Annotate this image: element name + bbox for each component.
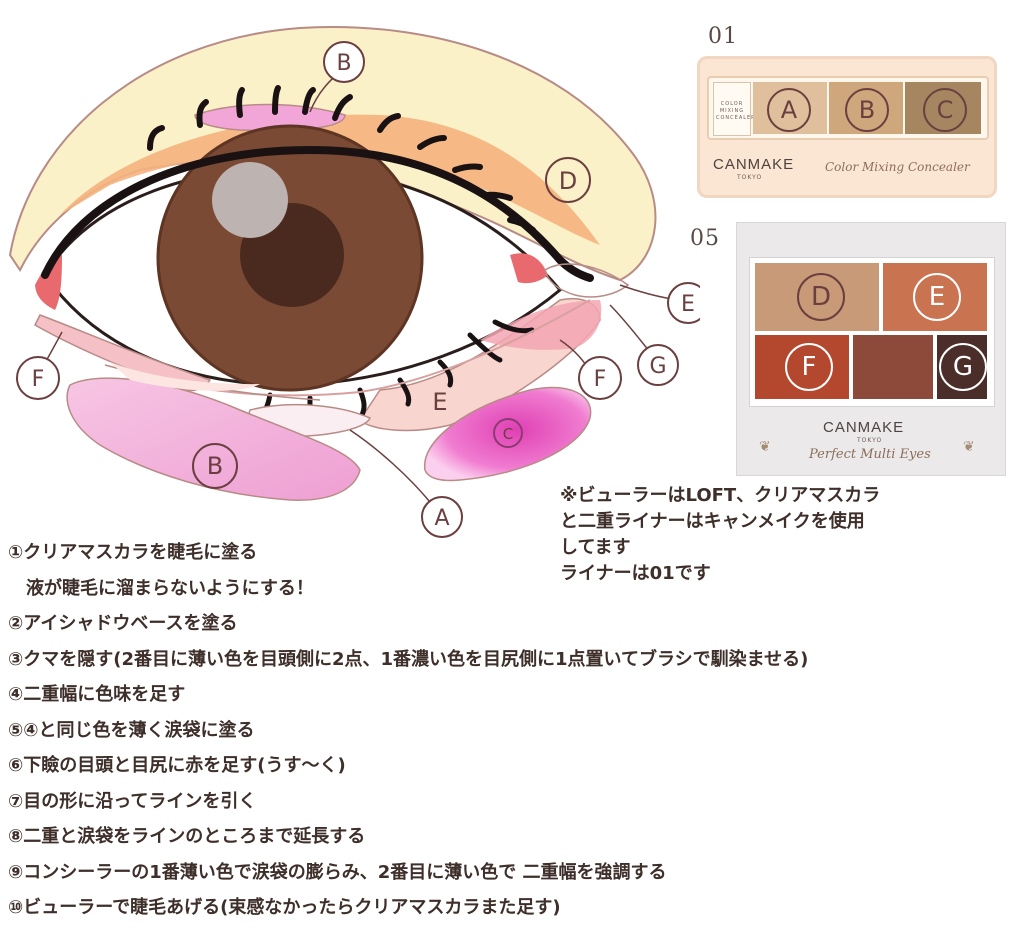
label-a-lower: A [421,496,463,538]
label-f-left: F [16,356,60,400]
upper-lashes [147,85,536,233]
step-item: ⑨コンシーラーの1番薄い色で涙袋の膨らみ、2番目に薄い色で 二重幅を強調する [8,861,667,883]
svg-text:B: B [336,51,351,76]
applicator-slot: COLOR MIXING CONCEALER [713,82,756,136]
eyeshadow-palette: D E F G CANMAKE TOKYO ❦ Perfect Multi Ey… [736,222,1006,476]
pan-label-d: D [797,273,845,321]
product-name: Perfect Multi Eyes [809,447,931,462]
label-e-right: E [667,282,700,324]
step-item: ⑦目の形に沿ってラインを引く [8,790,257,812]
step-item: ②アイシャドウベースを塗る [8,613,238,634]
shadow-pan-extra [853,335,933,399]
svg-text:E: E [681,292,695,317]
ornament-left-icon: ❦ [759,439,771,455]
palette-number-01: 01 [708,24,738,49]
svg-text:D: D [559,167,577,195]
label-f-right: F [578,356,622,400]
step-item: ④二重幅に色味を足す [8,684,186,705]
note-line: ※ビューラーはLOFT、クリアマスカラ [560,485,881,506]
svg-text:F: F [594,367,607,392]
label-c: C [493,418,523,448]
step-item: ①クリアマスカラを睫毛に塗る [8,542,258,563]
pan-label-g: G [939,343,987,391]
palette-number-05: 05 [690,226,720,251]
step-item: 液が睫毛に溜まらないようにする！ [8,577,314,599]
steps-list: ①クリアマスカラを睫毛に塗る 液が睫毛に溜まらないようにする！ ②アイシャドウベ… [8,535,1018,926]
pan-label-e: E [913,273,961,321]
ornament-right-icon: ❦ [963,439,975,455]
step-item: ③クマを隠す(2番目に薄い色を目頭側に2点、1番濃い色を目尻側に1点置いてブラシ… [8,648,809,670]
applicator-text: COLOR MIXING CONCEALER [716,101,756,121]
label-e-lower: E [432,388,447,416]
brand-name: CANMAKE [713,156,795,173]
step-item: ⑤④と同じ色を薄く涙袋に塗る [8,719,255,741]
inner-corner-red [35,255,62,310]
pan-label-a: A [767,88,811,132]
label-b-upper: B [323,41,365,83]
label-g: G [637,344,679,386]
product-note: ※ビューラーはLOFT、クリアマスカラ と二重ライナーはキャンメイクを使用 して… [560,483,980,587]
lower-outer-f [480,300,602,350]
concealer-palette: COLOR MIXING CONCEALER A B C CANMAKE TOK… [697,56,997,198]
pan-label-c: C [923,88,967,132]
outer-corner-g [544,263,630,298]
under-eye-b [66,377,361,501]
iris-highlight [212,162,288,238]
brand-name: CANMAKE [823,419,905,436]
svg-text:F: F [32,367,45,392]
label-d: D [545,157,591,203]
step-item: ⑩ビューラーで睫毛あげる(束感なかったらクリアマスカラまた足す) [8,897,561,918]
pan-label-b: B [845,88,889,132]
svg-text:G: G [649,354,666,379]
step-item: ⑥下瞼の目頭と目尻に赤を足す(うす〜く) [8,755,346,776]
outer-corner-red [510,253,548,284]
label-b-lower: B [192,443,238,489]
svg-text:C: C [503,425,513,443]
svg-text:E: E [432,388,447,416]
note-line: してます [560,537,631,558]
svg-text:A: A [434,506,449,531]
brand-sub: TOKYO [857,437,883,444]
svg-text:B: B [207,452,223,480]
brand-sub: TOKYO [737,174,763,181]
lower-fill-e [110,362,260,391]
pan-label-f: F [785,343,833,391]
note-line: ライナーは01です [560,563,711,584]
crease-orange [60,114,600,246]
magenta-c-area [424,386,592,482]
step-item: ⑧二重と涙袋をラインのところまで延長する [8,826,366,847]
eye-makeup-diagram: B D E F F G E C B [8,26,700,538]
iris-ring [156,124,424,392]
product-name: Color Mixing Concealer [825,160,970,174]
upper-lash-line [41,145,594,282]
note-line: と二重ライナーはキャンメイクを使用 [560,511,865,532]
